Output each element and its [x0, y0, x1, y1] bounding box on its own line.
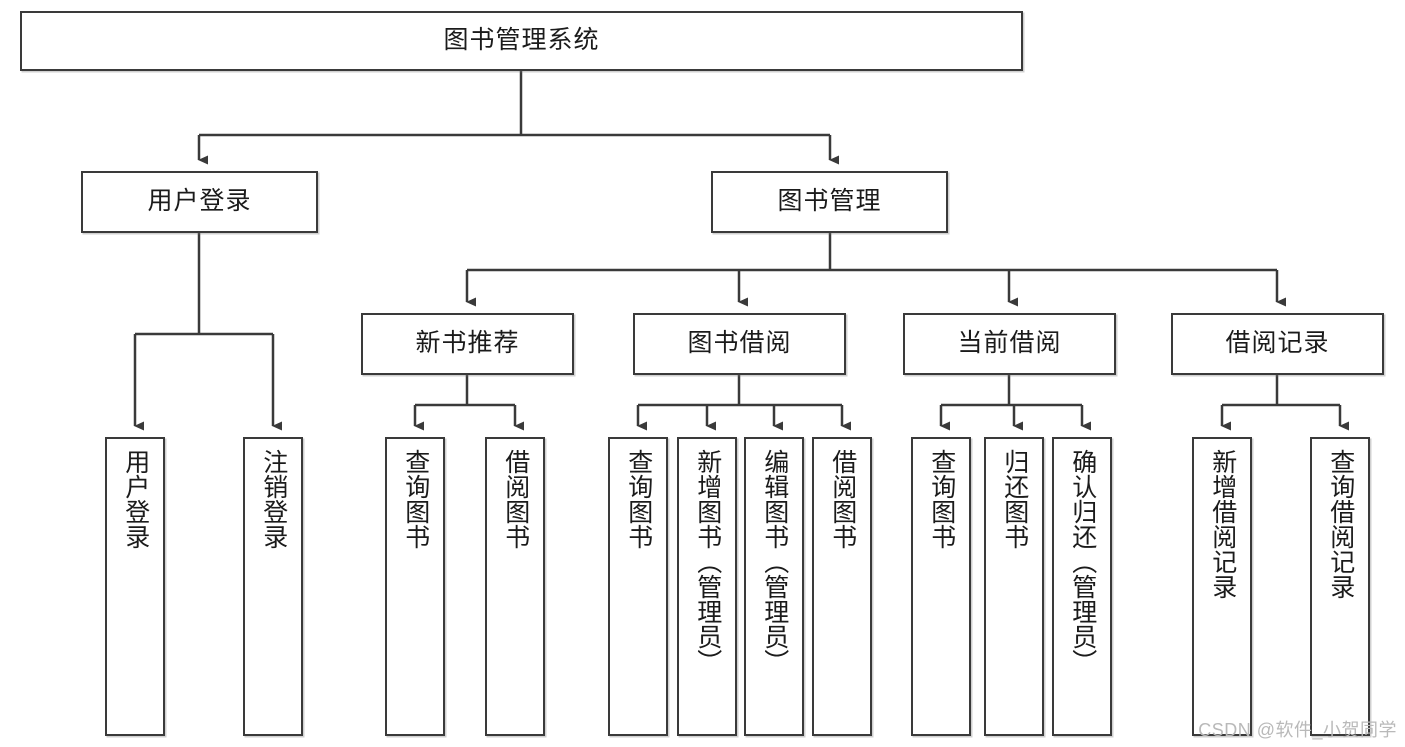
node-book-borrow[interactable]: 图书借阅	[633, 313, 846, 375]
node-label: 确认归还（管理员）	[1068, 449, 1097, 674]
node-label: 新增借阅记录	[1208, 449, 1237, 599]
node-label: 图书管理系统	[443, 26, 600, 55]
node-new-book-recommend[interactable]: 新书推荐	[361, 313, 574, 375]
node-current-borrow[interactable]: 当前借阅	[903, 313, 1116, 375]
node-label: 查询借阅记录	[1326, 449, 1355, 599]
node-label: 查询图书	[927, 449, 956, 549]
node-label: 查询图书	[401, 449, 430, 549]
leaf-query-books-recommend[interactable]: 查询图书	[385, 437, 445, 736]
node-label: 用户登录	[147, 187, 252, 216]
node-label: 新书推荐	[415, 329, 520, 358]
leaf-add-book-admin[interactable]: 新增图书（管理员）	[677, 437, 737, 736]
node-label: 归还图书	[1000, 449, 1029, 549]
leaf-borrow-books[interactable]: 借阅图书	[812, 437, 872, 736]
leaf-borrow-books-recommend[interactable]: 借阅图书	[485, 437, 545, 736]
leaf-query-books-current[interactable]: 查询图书	[911, 437, 971, 736]
leaf-query-books-borrow[interactable]: 查询图书	[608, 437, 668, 736]
node-label: 用户登录	[121, 449, 150, 549]
node-label: 注销登录	[259, 449, 288, 549]
node-label: 图书借阅	[687, 329, 792, 358]
node-book-management[interactable]: 图书管理	[711, 171, 948, 233]
leaf-add-borrow-record[interactable]: 新增借阅记录	[1192, 437, 1252, 736]
node-label: 图书管理	[777, 187, 882, 216]
node-label: 借阅图书	[828, 449, 857, 549]
node-label: 当前借阅	[957, 329, 1062, 358]
leaf-return-books[interactable]: 归还图书	[984, 437, 1044, 736]
leaf-edit-book-admin[interactable]: 编辑图书（管理员）	[744, 437, 804, 736]
node-label: 查询图书	[624, 449, 653, 549]
leaf-query-borrow-record[interactable]: 查询借阅记录	[1310, 437, 1370, 736]
node-label: 新增图书（管理员）	[693, 449, 722, 674]
node-label: 借阅记录	[1225, 329, 1330, 358]
leaf-logout[interactable]: 注销登录	[243, 437, 303, 736]
leaf-confirm-return-admin[interactable]: 确认归还（管理员）	[1052, 437, 1112, 736]
leaf-user-login[interactable]: 用户登录	[105, 437, 165, 736]
node-book-management-system[interactable]: 图书管理系统	[20, 11, 1023, 71]
csdn-watermark: CSDN @软件_小贺同学	[1198, 720, 1397, 740]
node-label: 借阅图书	[501, 449, 530, 549]
node-label: 编辑图书（管理员）	[760, 449, 789, 674]
node-user-login[interactable]: 用户登录	[81, 171, 318, 233]
node-borrow-record[interactable]: 借阅记录	[1171, 313, 1384, 375]
